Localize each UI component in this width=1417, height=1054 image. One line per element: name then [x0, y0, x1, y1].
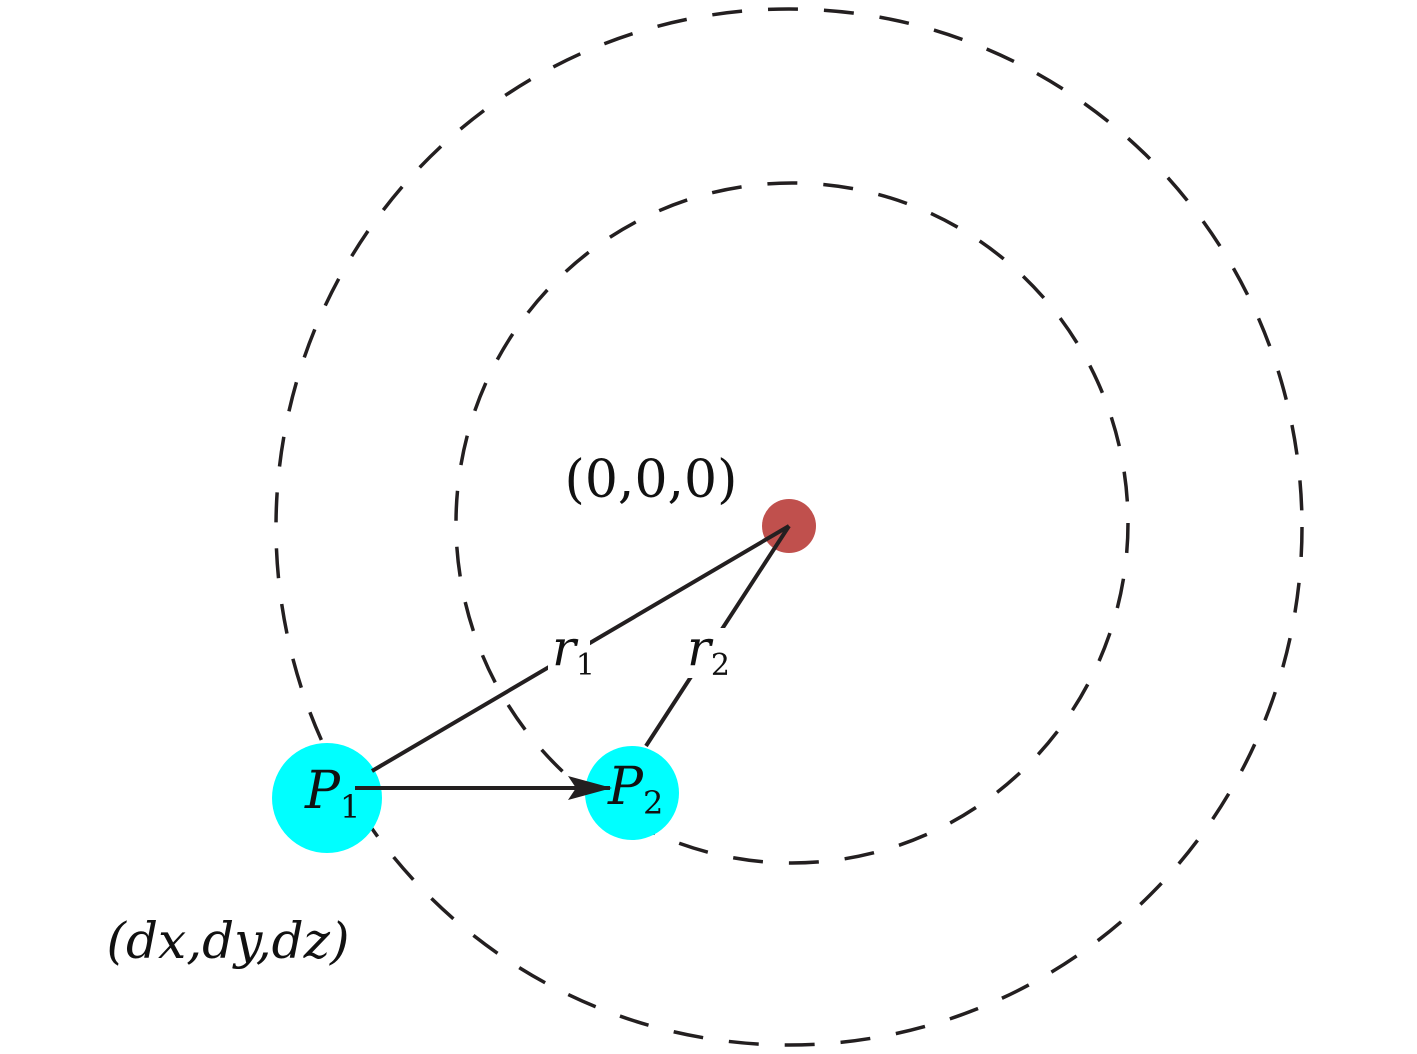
- p1-label-subscript: 1: [340, 788, 360, 826]
- p2-label: P2: [607, 757, 663, 822]
- r2-label-subscript: 2: [711, 648, 730, 683]
- p1-label: P1: [304, 761, 360, 826]
- outer-dashed-circle: [274, 7, 1304, 1047]
- r2-label: r2: [687, 619, 730, 683]
- p2-point: [585, 746, 679, 840]
- r1-label: r1: [552, 619, 595, 683]
- p2-label-main: P: [607, 757, 644, 817]
- p2-label-subscript: 2: [643, 784, 663, 822]
- r2-label-main: r: [687, 619, 714, 677]
- r1-label-subscript: 1: [576, 648, 595, 683]
- r2-label-bg: [684, 628, 728, 678]
- p1-label-main: P: [304, 761, 341, 821]
- r1-label-main: r: [552, 619, 579, 677]
- inner-dashed-circle: [454, 181, 1130, 865]
- p1-coord-label: (dx,dy,dz): [107, 912, 350, 970]
- r1-label-bg: [548, 628, 590, 678]
- origin-coord-label: (0,0,0): [565, 450, 738, 510]
- p1-point: [272, 743, 382, 853]
